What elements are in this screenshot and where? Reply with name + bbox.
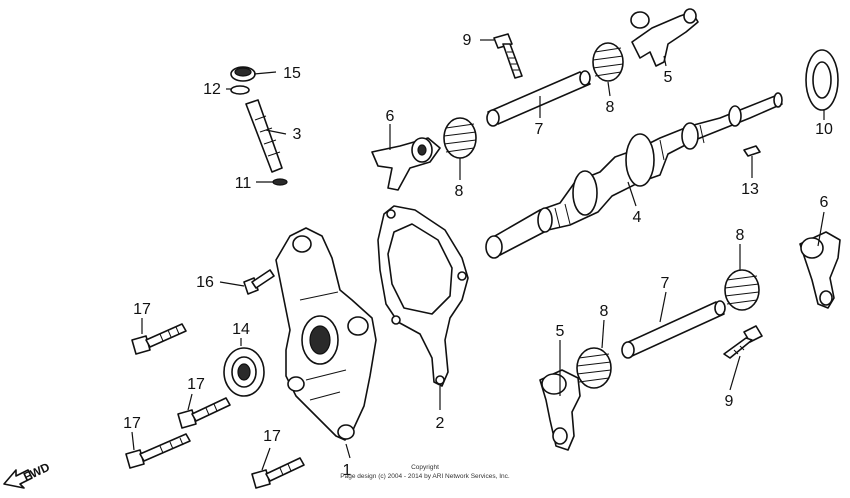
callout-6b: 6 — [820, 194, 829, 211]
fwd-label: FWD — [21, 460, 52, 484]
copyright-line-1: Copyright — [411, 464, 439, 471]
bolt-17a-part — [131, 323, 187, 355]
callout-8b: 8 — [606, 99, 615, 116]
cover-housing-part — [275, 227, 377, 441]
callout-2: 2 — [436, 415, 445, 432]
fwd-direction-indicator: FWD — [3, 460, 52, 489]
bolt-16-part — [243, 269, 275, 295]
callout-1: 1 — [343, 462, 352, 479]
gasket-part — [377, 205, 469, 387]
cap-nut-part — [230, 66, 256, 82]
washer-small-part — [230, 85, 250, 95]
bolt-17d-part — [251, 457, 305, 489]
callout-9b: 9 — [725, 393, 734, 410]
callout-9a: 9 — [463, 32, 472, 49]
bolt-lower-part — [723, 325, 763, 359]
lower-spring-right-part — [724, 269, 760, 311]
callout-11: 11 — [235, 175, 252, 192]
callout-7a: 7 — [535, 121, 544, 138]
clip-part — [272, 178, 288, 186]
bolt-upper-part — [493, 33, 523, 79]
callout-14: 14 — [232, 321, 250, 338]
shift-drum-stopper-part — [245, 99, 283, 173]
callout-5b: 5 — [556, 323, 565, 340]
oil-seal-part — [223, 347, 265, 397]
callout-8a: 8 — [455, 183, 464, 200]
washer-part — [805, 49, 839, 111]
callout-8d: 8 — [736, 227, 745, 244]
callout-17c: 17 — [123, 415, 141, 432]
bolt-17c-part — [125, 433, 191, 469]
shift-fork-lower-right-part — [799, 231, 841, 309]
callout-5a: 5 — [664, 69, 673, 86]
camshaft-part — [485, 92, 783, 259]
upper-spring-left-part — [443, 117, 477, 159]
key-pin-part — [743, 145, 761, 157]
copyright-line-2: Page design (c) 2004 - 2014 by ARI Netwo… — [340, 473, 510, 480]
callout-17a: 17 — [133, 301, 151, 318]
callout-4: 4 — [633, 209, 642, 226]
leader-lines — [131, 39, 825, 471]
shift-fork-upper-right-part — [630, 8, 699, 67]
callout-17d: 17 — [263, 428, 281, 445]
upper-spring-right-part — [592, 42, 624, 82]
callout-8c: 8 — [600, 303, 609, 320]
callout-12: 12 — [203, 81, 221, 98]
lower-spring-left-part — [576, 347, 612, 389]
callout-13: 13 — [741, 181, 759, 198]
upper-shift-fork-shaft-part — [486, 70, 591, 127]
shift-fork-upper-left-part — [371, 137, 441, 191]
callout-7b: 7 — [661, 275, 670, 292]
callout-3: 3 — [293, 126, 302, 143]
callout-16: 16 — [196, 274, 214, 291]
callout-15: 15 — [283, 65, 301, 82]
callout-17b: 17 — [187, 376, 205, 393]
shift-fork-lower-left-part — [539, 369, 581, 451]
callout-10: 10 — [815, 121, 833, 138]
fwd-arrow-icon — [3, 469, 33, 489]
bolt-17b-part — [177, 397, 231, 429]
lower-shift-fork-shaft-part — [621, 300, 726, 359]
callout-6a: 6 — [386, 108, 395, 125]
